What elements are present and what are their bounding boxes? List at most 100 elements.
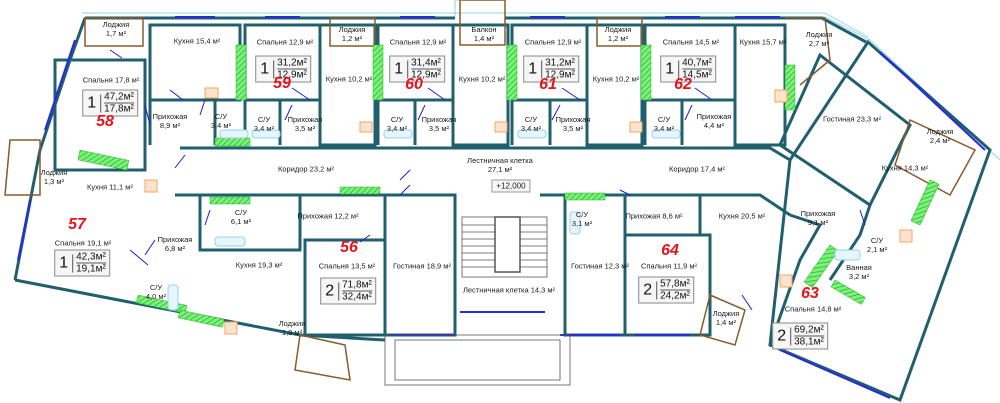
room-count: 1 [58,254,74,272]
total-area: 31,4м² [411,57,441,70]
room-label: Спальня 14,5 м² [662,37,720,47]
staircase [384,216,571,386]
corridor-label: Коридор 23,2 м² [277,164,335,174]
apartment-number[interactable]: 61 [539,76,557,93]
room-label: Спальня 13,5 м² [318,261,376,271]
room-name: Лоджия [102,20,130,29]
apartment-number[interactable]: 58 [96,113,114,130]
living-area: 19,1м² [76,263,106,275]
room-count: 2 [642,281,658,299]
room-count: 2 [324,282,340,300]
windows [17,16,986,399]
living-area: 32,4м² [342,291,372,303]
room-label: Спальня 19,1 м² [54,238,112,248]
bathtubs [167,129,861,311]
room-label: Кухня 20,5 м² [718,211,766,221]
room-label: Прихожая 12,2 м² [297,211,359,221]
room-label: Кухня 15,4 м² [173,36,221,46]
corridor-label: Коридор 17,4 м² [668,164,726,174]
room-count: 1 [86,94,102,112]
room-label: Гостиная 23,3 м² [823,114,881,124]
living-area: 38,1м² [794,336,824,348]
apartment-number[interactable]: 62 [674,76,692,93]
stair-label: Лестничная клетка 14,3 м² [462,285,556,295]
room-label: Спальня 17,8 м² [82,75,140,85]
living-area: 14,5м² [682,69,712,81]
room-label: Кухня 11,1 м² [87,182,133,192]
apartment-number[interactable]: 60 [405,76,423,93]
room-label: Спальня 12,9 м² [524,37,582,47]
living-area: 12,9м² [277,69,307,81]
apartment-number[interactable]: 59 [273,75,291,92]
doors [109,49,866,311]
apartment-number[interactable]: 63 [801,285,819,302]
vent-shafts [77,44,940,328]
total-area: 31,2м² [545,57,575,70]
apartment-number[interactable]: 64 [661,242,679,259]
total-area: 42,3м² [76,251,106,264]
apartment-number[interactable]: 57 [68,216,86,233]
room-label: Кухня 19,3 м² [235,260,283,270]
room-area: 1,7 м² [105,29,127,38]
apartment-number[interactable]: 56 [340,239,358,256]
room-label: Кухня 10,2 м² [592,74,640,84]
room-count: 1 [664,60,680,78]
living-area: 12,9м² [545,69,575,81]
room-label: Спальня 14,8 м² [784,304,842,314]
room-count: 1 [259,60,275,78]
room-label: Гостиная 12,3 м² [571,261,629,271]
total-area: 47,2м² [104,91,134,104]
total-area: 40,7м² [682,57,712,70]
total-area: 57,8м² [660,278,690,291]
loggias [4,0,977,381]
room-count: 1 [527,60,543,78]
room-label: Гостиная 18,9 м² [393,261,451,271]
total-area: 71,8м² [342,279,372,292]
living-area: 24,2м² [660,290,690,302]
total-area: 31,2м² [277,57,307,70]
room-count: 1 [393,60,409,78]
appliances [144,87,913,335]
living-area: 12,9м² [411,69,441,81]
room-label: Прихожая 8,6 м² [625,211,683,221]
room-label: Кухня 10,2 м² [325,74,373,84]
room-count: 2 [776,327,792,345]
room-label: Кухня 14,3 м² [881,163,929,173]
room-label: Спальня 12,9 м² [389,37,447,47]
room-label: Спальня 12,9 м² [256,37,314,47]
